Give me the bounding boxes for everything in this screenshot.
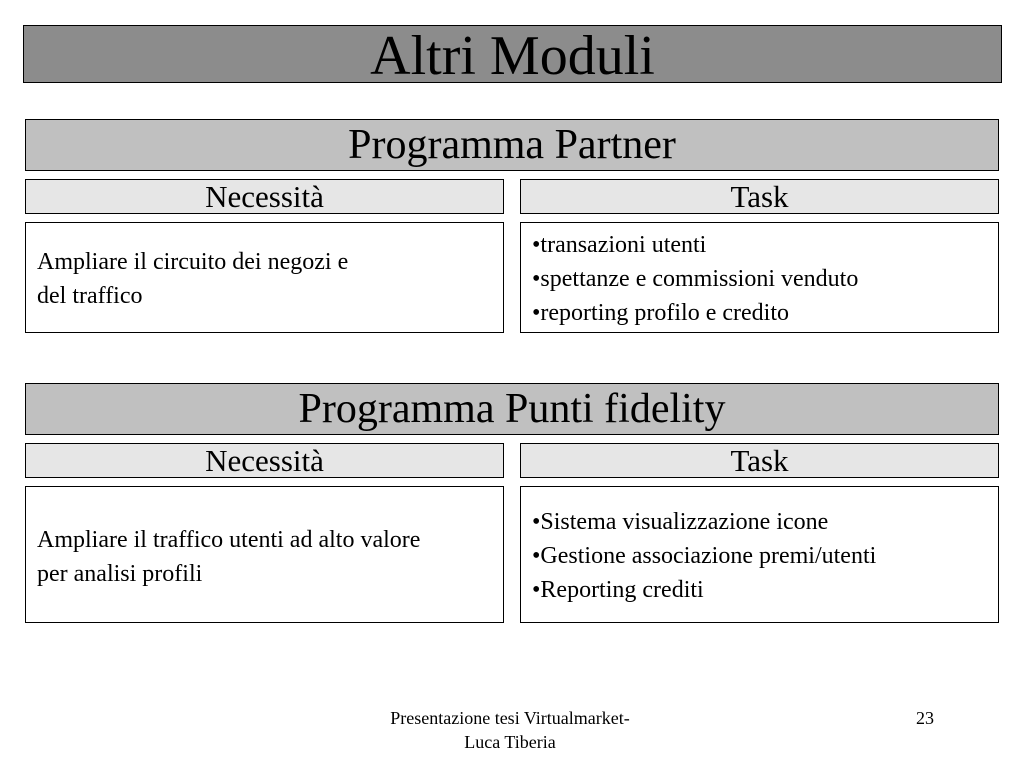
footer-author: Presentazione tesi Virtualmarket- Luca T… — [340, 706, 680, 754]
task-box-partner: •transazioni utenti •spettanze e commiss… — [520, 222, 999, 333]
needs-line: per analisi profili — [37, 561, 203, 587]
needs-box-partner: Ampliare il circuito dei negozi e del tr… — [25, 222, 504, 333]
needs-header-label: Necessità — [205, 179, 324, 214]
needs-text: Ampliare il circuito dei negozi e del tr… — [37, 245, 495, 313]
needs-header-label: Necessità — [205, 443, 324, 478]
task-header-partner: Task — [520, 179, 999, 214]
task-list: •Sistema visualizzazione icone •Gestione… — [532, 505, 992, 607]
task-item: •spettanze e commissioni venduto — [532, 266, 859, 292]
section-header-partner: Programma Partner — [25, 119, 999, 171]
section-title: Programma Partner — [348, 122, 676, 168]
slide-title: Altri Moduli — [370, 25, 655, 87]
needs-line: Ampliare il circuito dei negozi e — [37, 249, 349, 275]
footer-author-line: Luca Tiberia — [464, 732, 556, 752]
needs-box-fidelity: Ampliare il traffico utenti ad alto valo… — [25, 486, 504, 623]
section-header-fidelity: Programma Punti fidelity — [25, 383, 999, 435]
needs-line: Ampliare il traffico utenti ad alto valo… — [37, 527, 421, 553]
task-header-label: Task — [730, 179, 789, 214]
task-item: •Gestione associazione premi/utenti — [532, 543, 877, 569]
needs-header-partner: Necessità — [25, 179, 504, 214]
task-item: •Reporting crediti — [532, 577, 704, 603]
section-title: Programma Punti fidelity — [298, 386, 726, 432]
page-number: 23 — [916, 708, 934, 728]
task-item: •Sistema visualizzazione icone — [532, 509, 829, 535]
task-header-fidelity: Task — [520, 443, 999, 478]
task-item: •reporting profilo e credito — [532, 300, 789, 326]
task-item: •transazioni utenti — [532, 232, 707, 258]
needs-line: del traffico — [37, 283, 143, 309]
task-list: •transazioni utenti •spettanze e commiss… — [532, 228, 992, 330]
needs-header-fidelity: Necessità — [25, 443, 504, 478]
slide-title-bar: Altri Moduli — [23, 25, 1002, 87]
task-header-label: Task — [730, 443, 789, 478]
footer-author-line: Presentazione tesi Virtualmarket- — [390, 708, 630, 728]
needs-text: Ampliare il traffico utenti ad alto valo… — [37, 523, 495, 591]
task-box-fidelity: •Sistema visualizzazione icone •Gestione… — [520, 486, 999, 623]
